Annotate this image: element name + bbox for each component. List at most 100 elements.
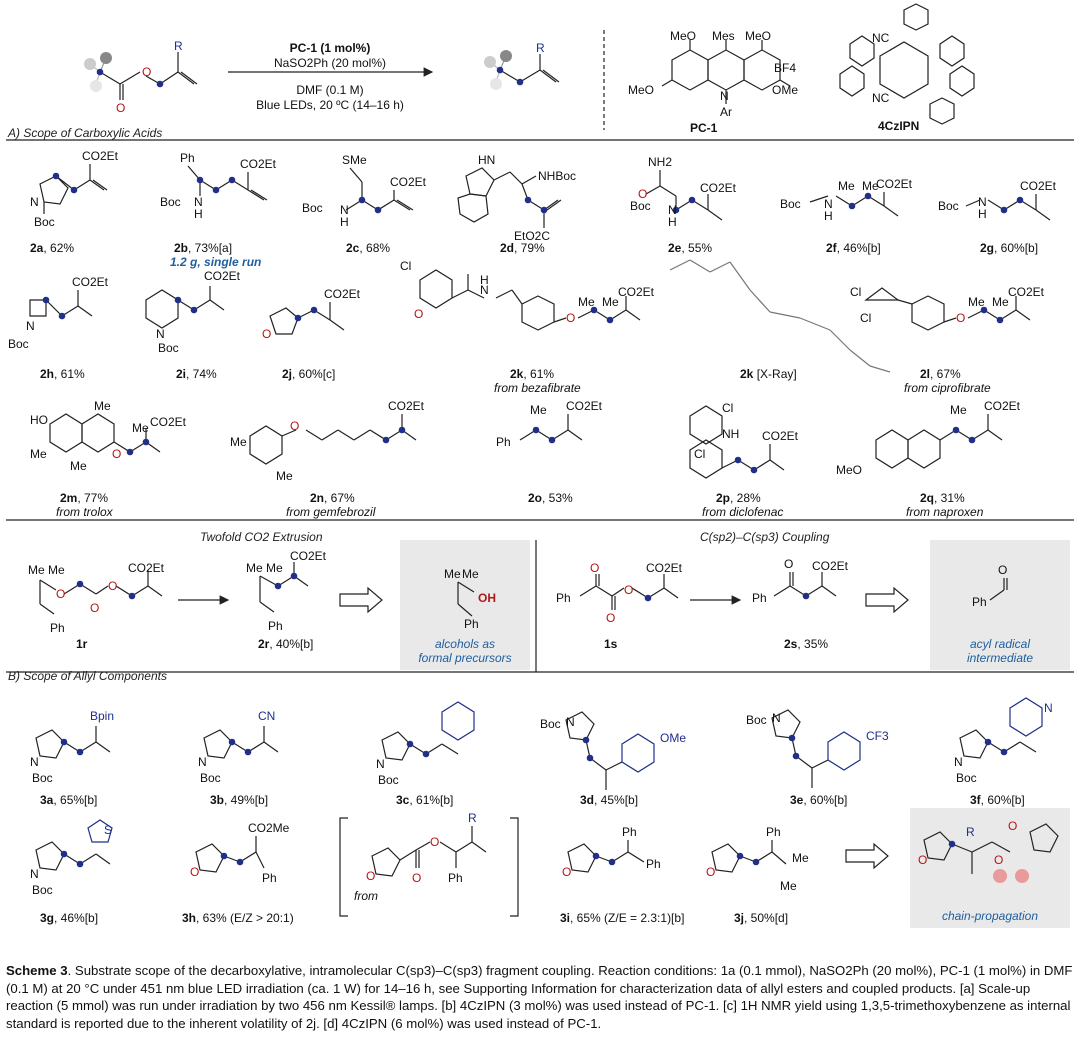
structure-label: Boc (302, 201, 323, 215)
section-a: A) Scope of Carboxylic Acids (7, 126, 162, 140)
structure-label: , 61%[b] (409, 793, 453, 807)
structure-label: Me (968, 295, 985, 309)
acyl-panel (930, 540, 1070, 670)
ester-o: O (142, 65, 151, 79)
cond-3: DMF (0.1 M) (296, 83, 363, 97)
structure-label: , 31% (934, 491, 965, 505)
structure-label: Ph (646, 857, 661, 871)
pc1-ome-d: OMe (772, 83, 798, 97)
structure-label: O (1008, 819, 1017, 833)
structure-label: NHBoc (538, 169, 576, 183)
structure-label: 2s, 35% (784, 637, 828, 651)
structure-label: Boc (780, 197, 801, 211)
structure-label: 3e (790, 793, 804, 807)
structure-label: O (562, 865, 571, 879)
cmp-2q: 2q, 31% from naproxen (906, 491, 984, 519)
structure-label: N (26, 319, 35, 333)
structure-label: , 40%[b] (269, 637, 313, 651)
structure-label: Boc (34, 215, 55, 229)
structure-label: from bezafibrate (494, 381, 581, 395)
structure-label: CO2Et (324, 287, 361, 301)
structure-label: 3d, 45%[b] (580, 793, 638, 807)
cmp-2o: 2o, 53% (528, 491, 573, 505)
cmp-3a: 3a, 65%[b] (40, 793, 97, 807)
structure-label: Me (246, 561, 263, 575)
cond-2: NaSO2Ph (20 mol%) (274, 56, 386, 70)
structure-label: 2s (784, 637, 798, 651)
cmp-3d: 3d, 45%[b] (580, 793, 638, 807)
cmp-1s: 1s (604, 637, 618, 651)
structure-label: Me (266, 561, 283, 575)
structure-label: O (56, 587, 65, 601)
structure-label: O (290, 419, 299, 433)
structure-label: Boc (746, 713, 767, 727)
structure-label: CO2Et (290, 549, 327, 563)
structure-label: , 74% (186, 367, 217, 381)
structure-label: N (198, 755, 207, 769)
structure-label: Boc (378, 773, 399, 787)
structure-label: N (668, 203, 677, 217)
structure-label: EtO2C (514, 229, 550, 243)
structure-label: 2l (920, 367, 930, 381)
pc1-ome-b: MeO (745, 29, 771, 43)
structure-label: 3b, 49%[b] (210, 793, 268, 807)
structure-label: OMe (660, 731, 686, 745)
cmp-2e: 2e, 55% (668, 241, 712, 255)
structure-label: 3f (970, 793, 982, 807)
allyl-ester-structure (371, 826, 487, 877)
structure-label: from naproxen (906, 505, 984, 519)
structure-label: 2a (30, 241, 44, 255)
compound-2n-structure (249, 414, 417, 465)
structure-label: CO2Et (700, 181, 737, 195)
structure-label: 2j (282, 367, 292, 381)
structure-label: 2d, 79% (500, 241, 545, 255)
structure-label: N (376, 757, 385, 771)
structure-label: Ph (496, 435, 511, 449)
structure-label: from ciprofibrate (904, 381, 991, 395)
structure-label: Boc (160, 195, 181, 209)
structure-label: 2m, 77% (60, 491, 108, 505)
structure-label: 3f, 60%[b] (970, 793, 1025, 807)
structure-label: N (772, 711, 781, 725)
pc1-ar: Ar (720, 105, 732, 119)
structure-label: NH (722, 427, 739, 441)
structure-label: , 60%[b] (981, 793, 1025, 807)
structure-label: Me (780, 879, 797, 893)
structure-label: O (108, 579, 117, 593)
structure-label: 2p, 28% (716, 491, 761, 505)
cmp-2s: 2s, 35% (784, 637, 828, 651)
pc1-label: PC-1 (690, 121, 718, 135)
structure-label: 2h (40, 367, 54, 381)
structure-label: O (956, 311, 965, 325)
structure-label: Ph (766, 825, 781, 839)
compound-2q-structure (875, 414, 1003, 469)
structure-label: Cl (694, 447, 705, 461)
pc1-bf4: BF4 (774, 61, 796, 75)
structure-label: 3g (40, 911, 54, 925)
structure-label: HO (30, 413, 48, 427)
structure-label: , 65%[b] (53, 793, 97, 807)
cmp-3c: 3c, 61%[b] (396, 793, 453, 807)
compound-2r-structure (259, 562, 309, 613)
structure-label: 1.2 g, single run (170, 255, 261, 269)
structure-label: H (480, 273, 489, 287)
structure-label: Me (530, 403, 547, 417)
cmp-2g: 2g, 60%[b] (980, 241, 1038, 255)
structure-label: Me (230, 435, 247, 449)
structure-label: 3g, 46%[b] (40, 911, 98, 925)
structure-label: 2k (740, 367, 754, 381)
structure-label: from gemfebrozil (286, 505, 376, 519)
structure-label: N (978, 195, 987, 209)
structure-label: CO2Et (762, 429, 799, 443)
structure-label: , 60%[b] (994, 241, 1038, 255)
structure-label: , 28% (730, 491, 761, 505)
pc1-structure (661, 40, 791, 104)
structure-label: 2k (510, 367, 524, 381)
structure-label: , 77% (77, 491, 108, 505)
cmp-2l: 2l, 67% from ciprofibrate (904, 367, 991, 395)
structure-label: Ph (556, 591, 571, 605)
structure-label: Me (132, 421, 149, 435)
structure-label: 2f, 46%[b] (826, 241, 881, 255)
cmp-2f: 2f, 46%[b] (826, 241, 881, 255)
structure-label: Me (792, 851, 809, 865)
